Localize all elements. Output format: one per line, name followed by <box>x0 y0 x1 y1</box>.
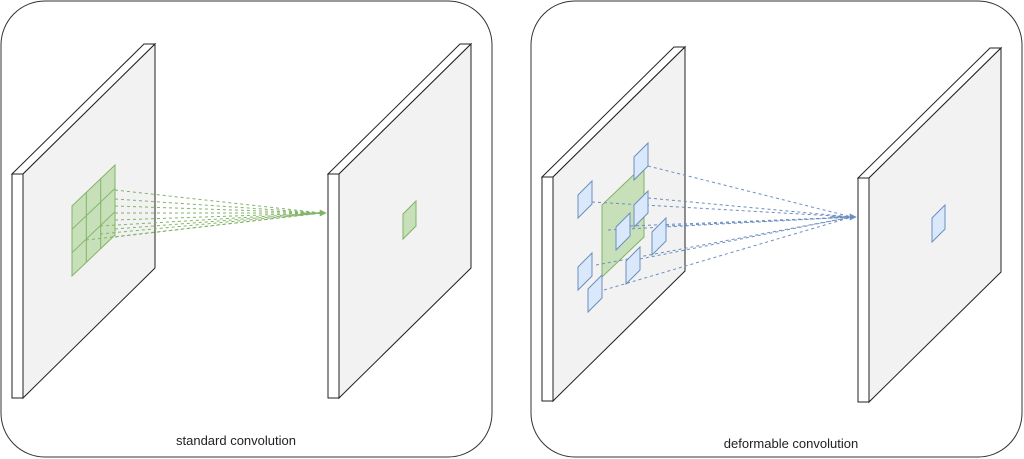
offset-cell <box>577 179 593 220</box>
standard-convolution-panel: standard convolution <box>0 0 493 458</box>
deformable-convolution-panel: deformable convolution <box>530 0 1023 458</box>
offset-cell <box>651 216 667 257</box>
deformable-caption: deformable convolution <box>724 436 858 451</box>
kernel-grid <box>71 163 116 278</box>
output-cell <box>402 199 417 241</box>
offset-cell <box>577 251 593 292</box>
standard-projection-lines <box>85 189 323 241</box>
offset-cell <box>625 245 641 286</box>
standard-caption: standard convolution <box>176 433 296 448</box>
offset-cell <box>615 211 631 252</box>
offset-cell <box>633 189 649 229</box>
output-cell <box>931 203 946 244</box>
panel-frame <box>0 0 493 458</box>
panel-frame <box>530 0 1023 458</box>
offset-sampling-cells <box>577 141 667 314</box>
output-feature-map <box>326 42 473 400</box>
offset-cell <box>633 141 649 182</box>
offset-cell <box>587 273 603 314</box>
output-feature-map <box>856 46 1003 404</box>
